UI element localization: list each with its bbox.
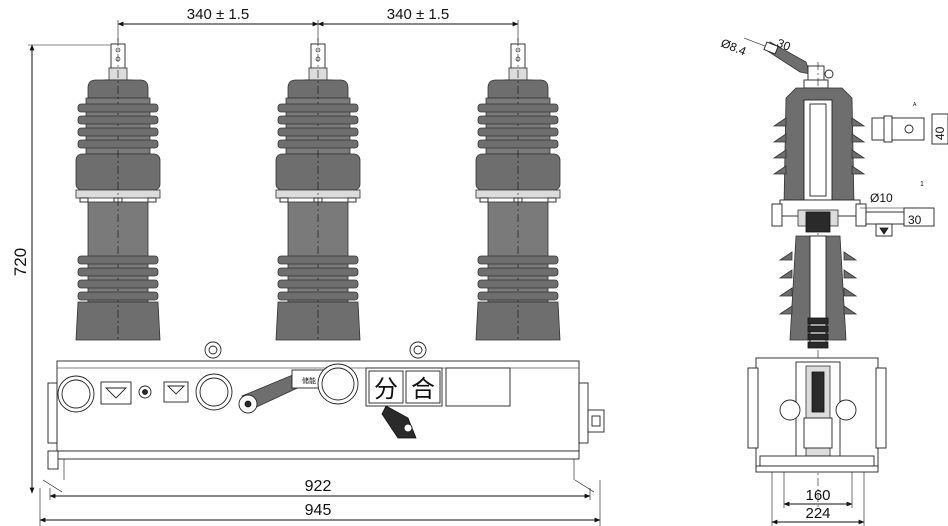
pole-left [75,37,161,343]
dim-224: 224 [805,505,830,522]
lifting-eye-right [409,341,427,359]
dim-160: 160 [805,487,830,504]
dim-340-right: 340 ± 1.5 [387,6,449,23]
dim-40: 40 [933,126,947,140]
mark-1: 1 [920,181,924,188]
bottom-dimensions: 922 945 [39,478,601,526]
dim-30-right: 30 [908,213,922,227]
dia-8-4: Ø8.4 [719,36,749,59]
mark-a: A [913,102,917,108]
dim-340-left: 340 ± 1.5 [187,6,249,23]
dia-10: Ø10 [870,191,893,205]
charge-label: 储能 [302,376,316,385]
dim-720: 720 [11,248,30,276]
side-view: Ø8.4 30 40 A 1 Ø10 3 [719,36,948,526]
top-dimension: 340 ± 1.5 340 ± 1.5 [117,6,519,42]
mechanism-box: 储能 分 合 [47,360,605,452]
dim-945: 945 [305,502,332,519]
dim-922: 922 [305,478,332,495]
pole-middle [275,37,361,343]
pole-right [475,37,561,343]
height-dimension: 720 [11,44,110,494]
dim-30-top: 30 [775,36,793,54]
lifting-eye-left [204,341,222,359]
close-char: 合 [411,376,435,403]
open-char: 分 [374,376,398,403]
base-frame [47,450,580,480]
